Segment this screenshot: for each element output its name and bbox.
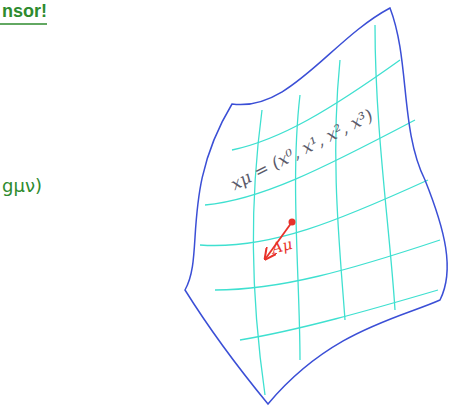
coordinate-label: xμ = (x⁰, x¹, x², x³) — [228, 106, 376, 194]
vector-label: Aμ — [270, 236, 294, 257]
manifold-outline — [185, 8, 447, 404]
heading-underline — [0, 23, 47, 25]
heading-fragment: nsor! — [2, 2, 47, 22]
metric-fragment: gμν) — [2, 176, 42, 196]
